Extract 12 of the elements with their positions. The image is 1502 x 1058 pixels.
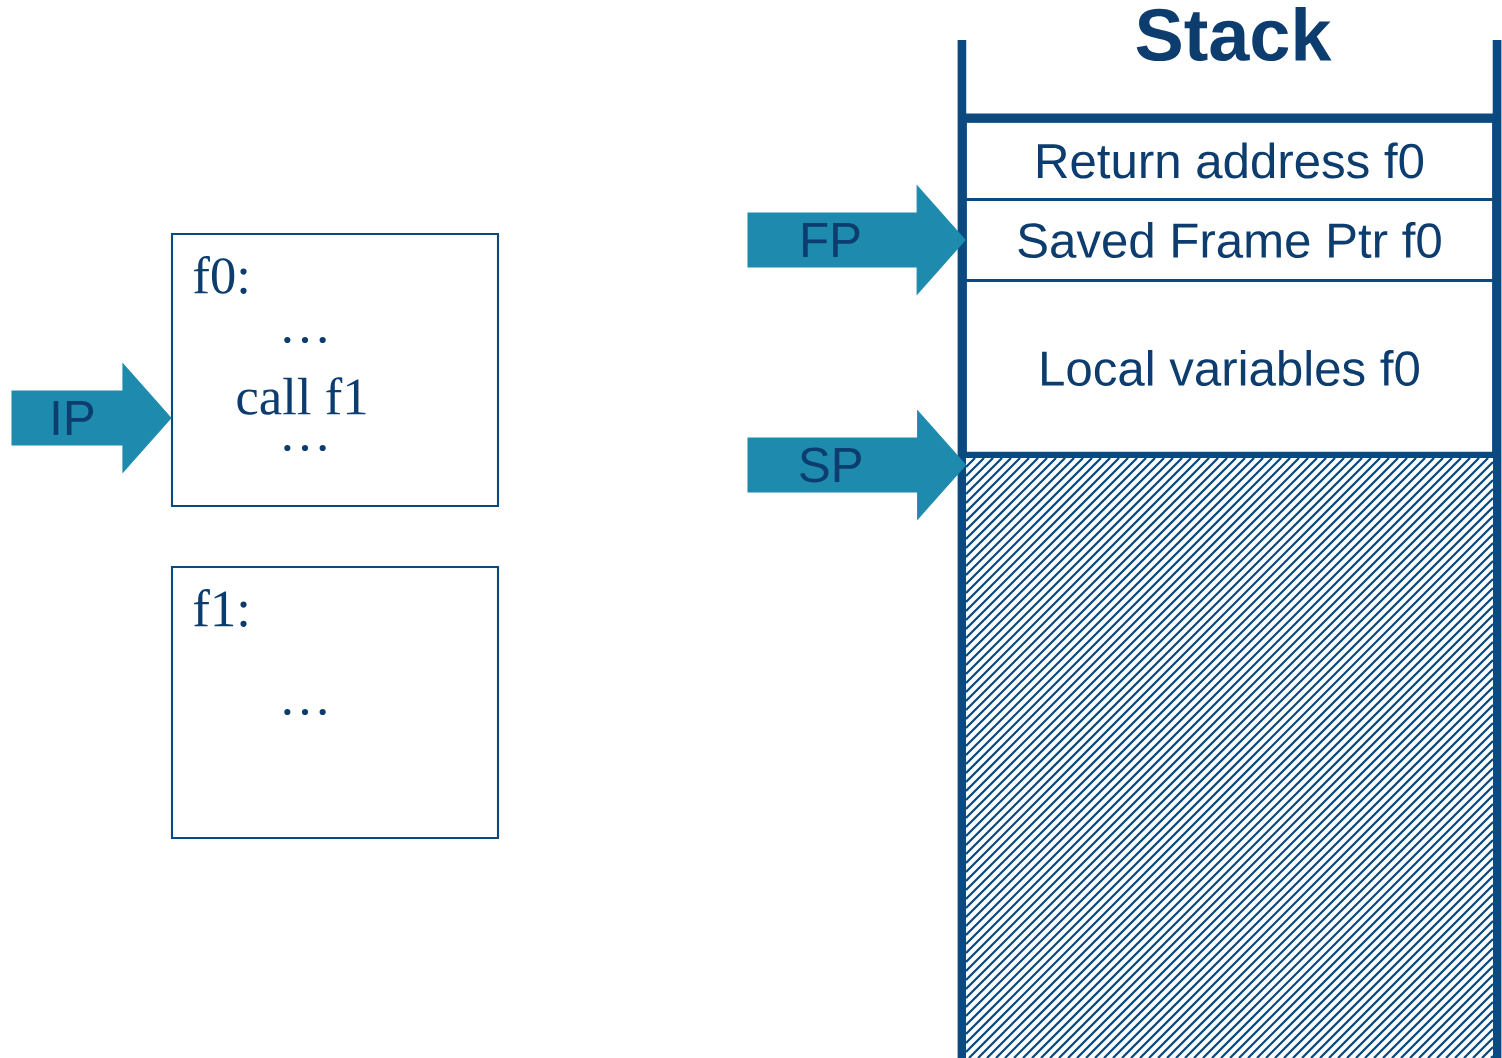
- stack-frame-row: Local variables f0: [965, 280, 1494, 456]
- block-arrow: [11, 362, 172, 474]
- code-box: f1: …: [170, 565, 500, 840]
- block-arrow: [747, 409, 967, 521]
- block-arrow: [747, 184, 966, 296]
- free-stack-area: [964, 456, 1495, 1058]
- edge-label: SP: [800, 447, 861, 483]
- stack-frame-row: Saved Frame Ptr f0: [965, 199, 1494, 281]
- edge-label: IP: [53, 401, 94, 435]
- code-box: f0: … call f1 …: [170, 232, 500, 508]
- stack-frame-row: Return address f0: [965, 121, 1494, 200]
- edge-label: FP: [803, 223, 860, 257]
